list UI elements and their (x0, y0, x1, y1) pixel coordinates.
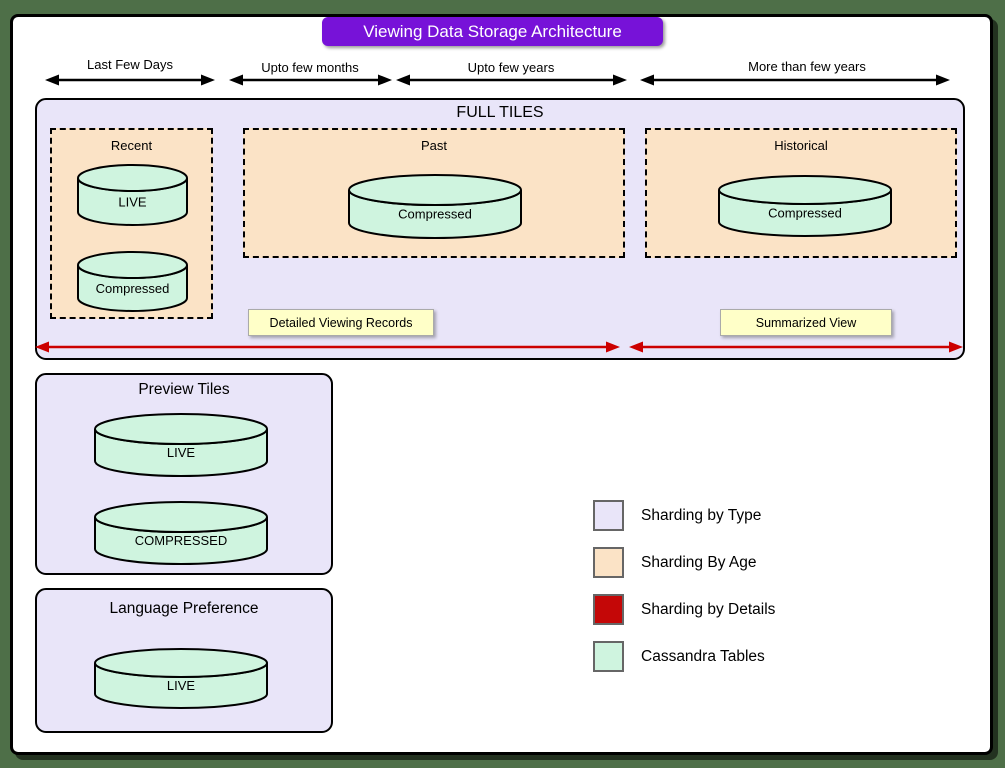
legend-label-cassandra-tables: Cassandra Tables (641, 647, 765, 665)
note-detailed-viewing-records: Detailed Viewing Records (248, 309, 434, 336)
legend-row-sharding-by-age: Sharding By Age (593, 547, 775, 578)
legend-label-sharding-by-type: Sharding by Type (641, 506, 762, 524)
legend-row-sharding-by-details: Sharding by Details (593, 594, 775, 625)
language-preference-title: Language Preference (109, 600, 259, 617)
group-historical-label: Historical (774, 138, 828, 153)
timeline-label-upto-few-months: Upto few months (261, 60, 359, 75)
timeline-label-upto-few-years: Upto few years (467, 60, 555, 75)
svg-text:LIVE: LIVE (167, 678, 196, 693)
legend: Sharding by Type Sharding By Age Shardin… (593, 500, 775, 688)
cylinder-recent-compressed: Compressed (76, 250, 189, 313)
group-past-label: Past (420, 138, 447, 153)
cylinder-historical-compressed: Compressed (717, 174, 893, 238)
cylinder-past-compressed: Compressed (347, 173, 523, 240)
preview-tiles-title: Preview Tiles (138, 381, 230, 398)
cylinder-language-live: LIVE (93, 647, 269, 710)
legend-swatch-cassandra-tables (593, 641, 624, 672)
legend-row-sharding-by-type: Sharding by Type (593, 500, 775, 531)
svg-text:Compressed: Compressed (96, 281, 170, 296)
svg-text:COMPRESSED: COMPRESSED (135, 533, 227, 548)
legend-label-sharding-by-details: Sharding by Details (641, 600, 776, 618)
timeline-label-last-few-days: Last Few Days (87, 57, 173, 72)
group-historical: Historical (645, 128, 957, 258)
legend-swatch-sharding-by-details (593, 594, 624, 625)
legend-row-cassandra-tables: Cassandra Tables (593, 641, 775, 672)
full-tiles-title: FULL TILES (456, 104, 544, 121)
legend-swatch-sharding-by-type (593, 500, 624, 531)
diagram-title: Viewing Data Storage Architecture (322, 17, 663, 46)
note-summarized-view: Summarized View (720, 309, 892, 336)
group-recent-label: Recent (110, 138, 153, 153)
cylinder-preview-live: LIVE (93, 412, 269, 478)
legend-swatch-sharding-by-age (593, 547, 624, 578)
cylinder-recent-live: LIVE (76, 163, 189, 227)
cylinder-preview-compressed: COMPRESSED (93, 500, 269, 566)
timeline-label-more-than-few-years: More than few years (748, 59, 866, 74)
svg-text:Compressed: Compressed (398, 207, 472, 222)
svg-text:LIVE: LIVE (167, 445, 196, 460)
svg-text:Compressed: Compressed (768, 206, 842, 221)
legend-label-sharding-by-age: Sharding By Age (641, 553, 757, 571)
svg-text:LIVE: LIVE (118, 195, 147, 210)
